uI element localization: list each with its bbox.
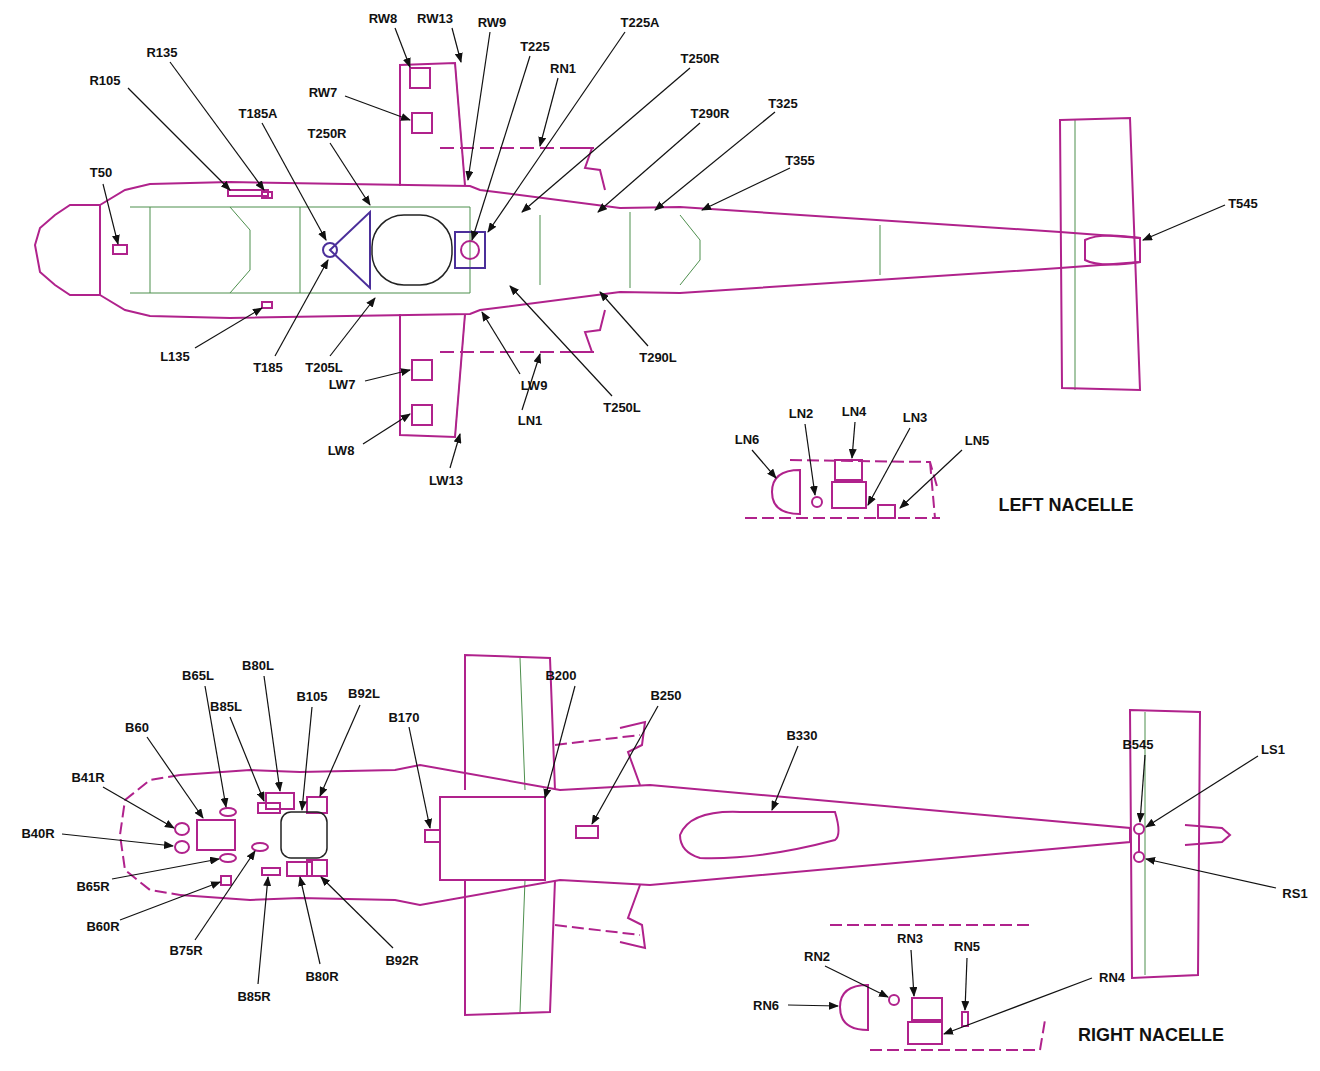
callout-label: RW8 [368,11,399,26]
callout-label: B75R [168,943,203,958]
callout-label: B545 [1121,737,1154,752]
callout-label: LN3 [902,410,929,425]
callout-label: RN5 [953,939,981,954]
callout-label: LW8 [327,443,356,458]
callout-label: B92R [384,953,419,968]
callout-label: R105 [88,73,121,88]
callout-label: B40R [20,826,55,841]
callout-label: B330 [785,728,818,743]
callout-label: RW7 [308,85,339,100]
callout-label: B65L [181,668,215,683]
callout-label: LW9 [520,378,549,393]
callout-label: T545 [1227,196,1259,211]
callout-label: T185A [237,106,278,121]
callout-label: R135 [145,45,178,60]
callout-label: T290L [638,350,678,365]
callout-label: T205L [304,360,344,375]
callout-label: LN5 [964,433,991,448]
callout-label: B105 [295,689,328,704]
callout-label: L135 [159,349,191,364]
callout-label: RN1 [549,61,577,76]
callout-label: B85L [209,699,243,714]
callout-label: B92L [347,686,381,701]
callout-label: RN2 [803,949,831,964]
callout-label: T50 [89,165,113,180]
callout-label: LW13 [428,473,464,488]
callout-label: B80R [304,969,339,984]
callout-label: T250R [679,51,720,66]
callout-label: B200 [544,668,577,683]
callout-label: RN6 [752,998,780,1013]
callout-label: B80L [241,658,275,673]
callout-label: T250L [602,400,642,415]
callout-label: T225 [519,39,551,54]
callout-label: T325 [767,96,799,111]
callout-label: T355 [784,153,816,168]
callout-label: B41R [70,770,105,785]
callout-label: RW9 [477,15,508,30]
callout-label: RN4 [1098,970,1126,985]
leader-lines [62,28,1276,1034]
callout-label: T185 [252,360,284,375]
callout-label: B250 [649,688,682,703]
callout-label: B60R [85,919,120,934]
callout-label: B60 [124,720,150,735]
panel-title: LEFT NACELLE [998,495,1135,515]
callout-label: B65R [75,879,110,894]
callout-label: LN2 [788,406,815,421]
callout-label: LW7 [328,377,357,392]
callout-label: LN6 [734,432,761,447]
callout-label: B85R [236,989,271,1004]
callout-label: RW13 [416,11,454,26]
callout-label: T290R [689,106,730,121]
callout-label: T225A [619,15,660,30]
panel-title: RIGHT NACELLE [1077,1025,1225,1045]
callout-label: T250R [306,126,347,141]
callout-label: LN4 [841,404,868,419]
callout-label: RS1 [1281,886,1308,901]
callout-label: LN1 [517,413,544,428]
callout-label: RN3 [896,931,924,946]
callout-label: LS1 [1260,742,1286,757]
callout-label: B170 [387,710,420,725]
